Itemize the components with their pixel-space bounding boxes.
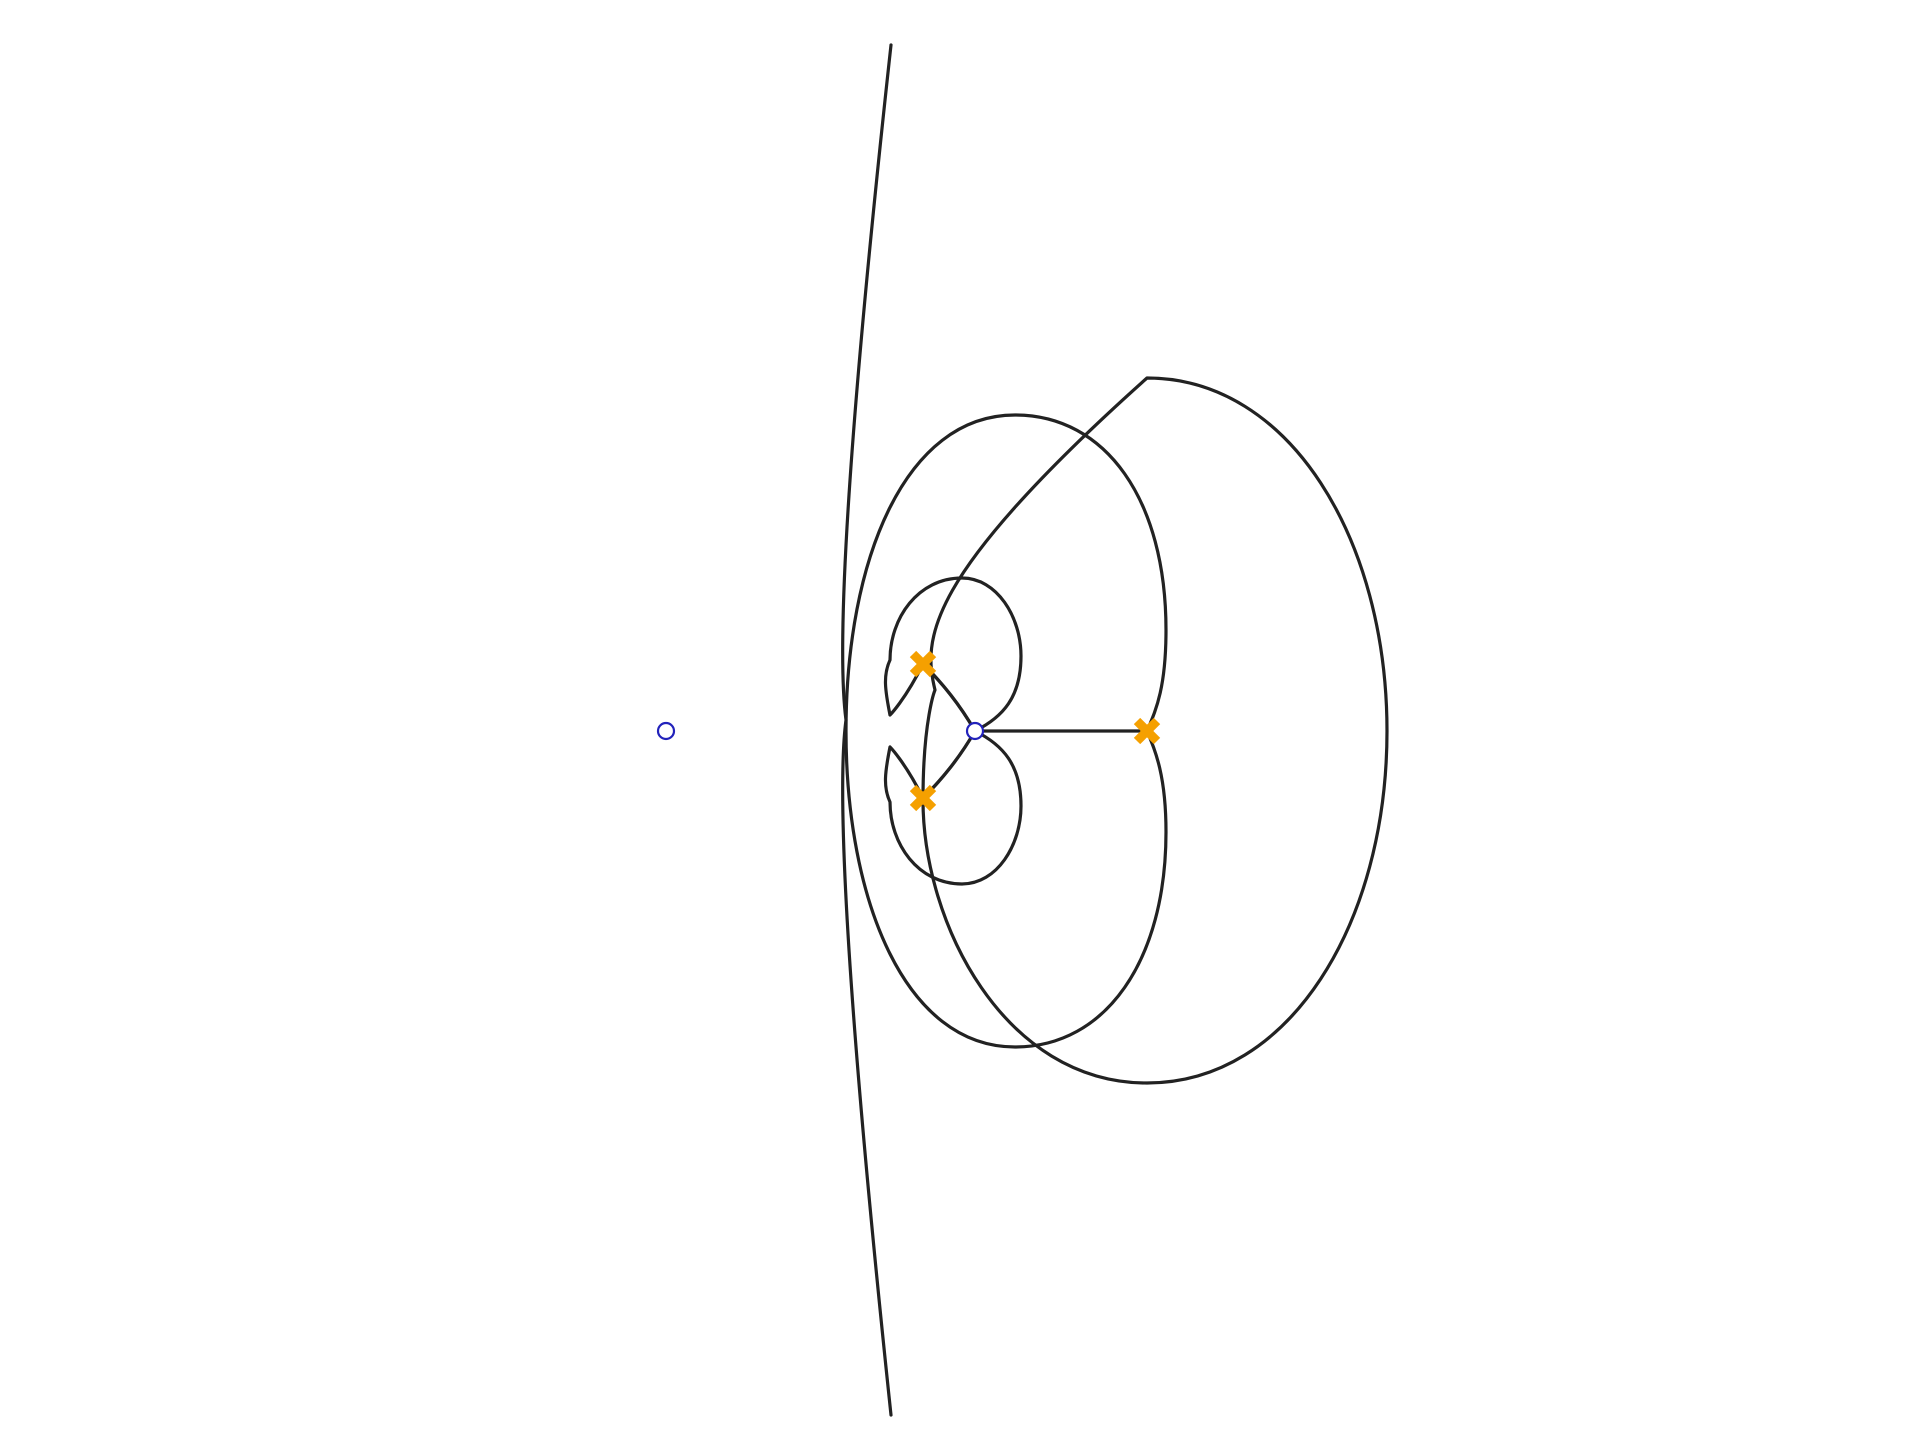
upper-small-loop bbox=[883, 576, 1023, 733]
center-point[interactable] bbox=[965, 721, 985, 741]
points-layer bbox=[656, 721, 985, 741]
cross-marker-upper-left[interactable] bbox=[909, 650, 937, 678]
middle-loop bbox=[844, 413, 1168, 1049]
left-isolated-point[interactable] bbox=[656, 721, 676, 741]
left-arc bbox=[841, 43, 893, 1417]
markers-layer bbox=[909, 650, 1161, 812]
cross-marker-lower-left[interactable] bbox=[909, 784, 937, 812]
curves-layer bbox=[841, 43, 1389, 1417]
cross-marker-right[interactable] bbox=[1133, 717, 1161, 745]
lower-small-loop bbox=[883, 729, 1023, 886]
